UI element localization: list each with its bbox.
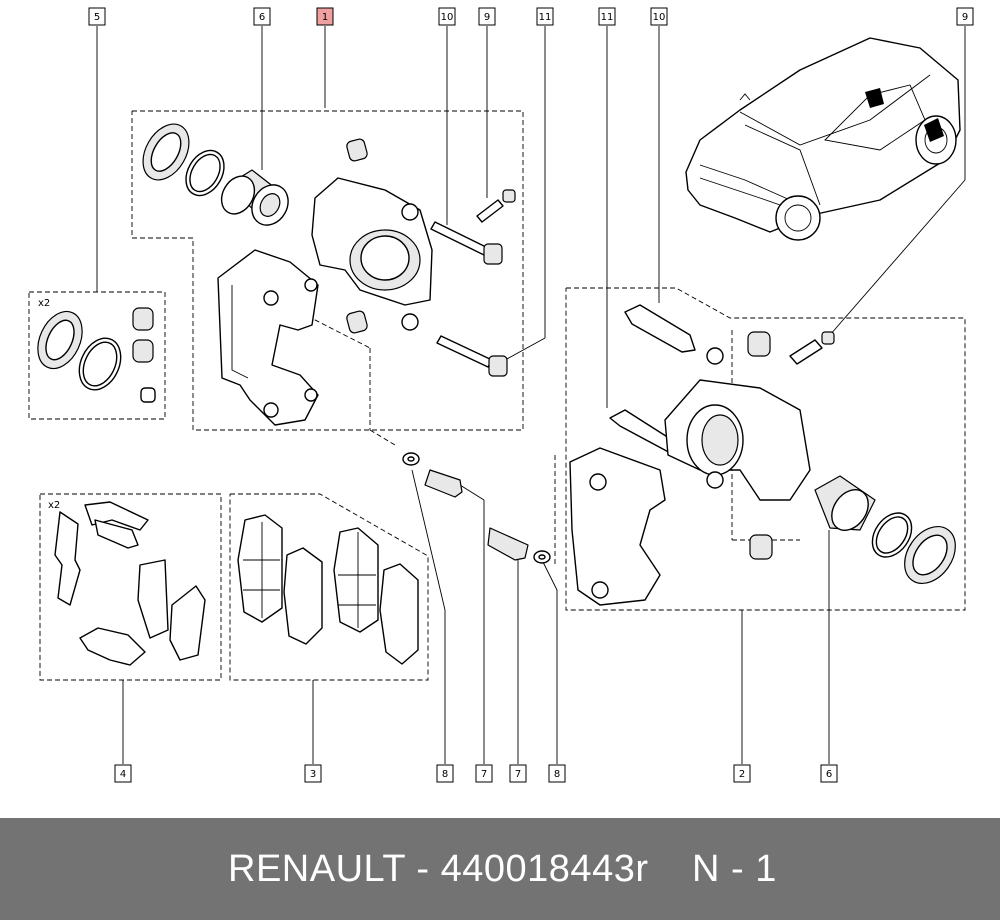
callout-top-1: 6 bbox=[253, 7, 271, 26]
footer-bar: RENAULT - 440018443r N - 1 bbox=[0, 818, 1000, 920]
callout-box bbox=[598, 7, 616, 26]
callout-box bbox=[88, 7, 106, 26]
callout-bottom-7: 6 bbox=[820, 764, 838, 783]
callout-box bbox=[316, 7, 334, 26]
callout-box bbox=[536, 7, 554, 26]
callout-number: 7 bbox=[481, 769, 487, 780]
clip-kit-4 bbox=[54, 501, 206, 666]
callout-number: 8 bbox=[554, 769, 560, 780]
callout-number: 8 bbox=[442, 769, 448, 780]
callout-top-5: 11 bbox=[536, 7, 554, 26]
callout-number: 5 bbox=[94, 12, 100, 23]
pad-kit-3 bbox=[237, 514, 419, 665]
callout-number: 2 bbox=[739, 769, 745, 780]
callout-layer: 5 6 1 10 9 11 11 10 9 4 3 8 7 7 8 2 6 bbox=[88, 7, 974, 783]
callout-number: 11 bbox=[601, 12, 614, 23]
callout-box bbox=[733, 764, 751, 783]
callout-number: 1 bbox=[322, 12, 328, 23]
callout-bottom-5: 8 bbox=[548, 764, 566, 783]
callout-box bbox=[478, 7, 496, 26]
callout-number: 7 bbox=[515, 769, 521, 780]
callout-number: 4 bbox=[120, 769, 126, 780]
callout-box bbox=[114, 764, 132, 783]
callout-top-4: 9 bbox=[478, 7, 496, 26]
quantity-multiplier-label: x2 bbox=[48, 500, 60, 511]
callout-number: 6 bbox=[826, 769, 832, 780]
callout-number: 11 bbox=[539, 12, 552, 23]
callout-bottom-3: 7 bbox=[475, 764, 493, 783]
vehicle-illustration bbox=[685, 37, 961, 241]
callout-number: 10 bbox=[653, 12, 666, 23]
callout-bottom-2: 8 bbox=[436, 764, 454, 783]
multiplier-layer: x2 x2 bbox=[38, 298, 60, 511]
footer-brand-part-number: RENAULT - 440018443r bbox=[228, 848, 649, 890]
callout-top-0: 5 bbox=[88, 7, 106, 26]
footer-index: N - 1 bbox=[692, 848, 777, 890]
callout-bottom-4: 7 bbox=[509, 764, 527, 783]
callout-box bbox=[956, 7, 974, 26]
callout-top-8: 9 bbox=[956, 7, 974, 26]
brake-caliper-exploded-diagram: 5 6 1 10 9 11 11 10 9 4 3 8 7 7 8 2 6 x2 x2 bbox=[28, 7, 974, 783]
group-frames bbox=[28, 110, 966, 681]
callout-box bbox=[475, 764, 493, 783]
callout-number: 9 bbox=[484, 12, 490, 23]
caliper-kit-lower bbox=[569, 304, 956, 606]
callout-box bbox=[436, 764, 454, 783]
callout-box bbox=[548, 764, 566, 783]
callout-box bbox=[438, 7, 456, 26]
callout-top-7: 10 bbox=[650, 7, 668, 26]
callout-box bbox=[253, 7, 271, 26]
callout-bottom-6: 2 bbox=[733, 764, 751, 783]
leader-lines bbox=[96, 26, 966, 764]
callout-top-2: 1 bbox=[316, 7, 334, 26]
callout-top-3: 10 bbox=[438, 7, 456, 26]
callout-number: 3 bbox=[310, 769, 316, 780]
callout-number: 6 bbox=[259, 12, 265, 23]
callout-box bbox=[304, 764, 322, 783]
callout-bottom-0: 4 bbox=[114, 764, 132, 783]
callout-top-6: 11 bbox=[598, 7, 616, 26]
seal-kit-5 bbox=[37, 307, 156, 403]
caliper-kit-upper bbox=[142, 123, 516, 426]
quantity-multiplier-label: x2 bbox=[38, 298, 50, 309]
callout-box bbox=[509, 764, 527, 783]
callout-box bbox=[650, 7, 668, 26]
callout-number: 9 bbox=[962, 12, 968, 23]
callout-bottom-1: 3 bbox=[304, 764, 322, 783]
bolts-and-washers bbox=[402, 452, 551, 564]
callout-number: 10 bbox=[441, 12, 454, 23]
callout-box bbox=[820, 764, 838, 783]
